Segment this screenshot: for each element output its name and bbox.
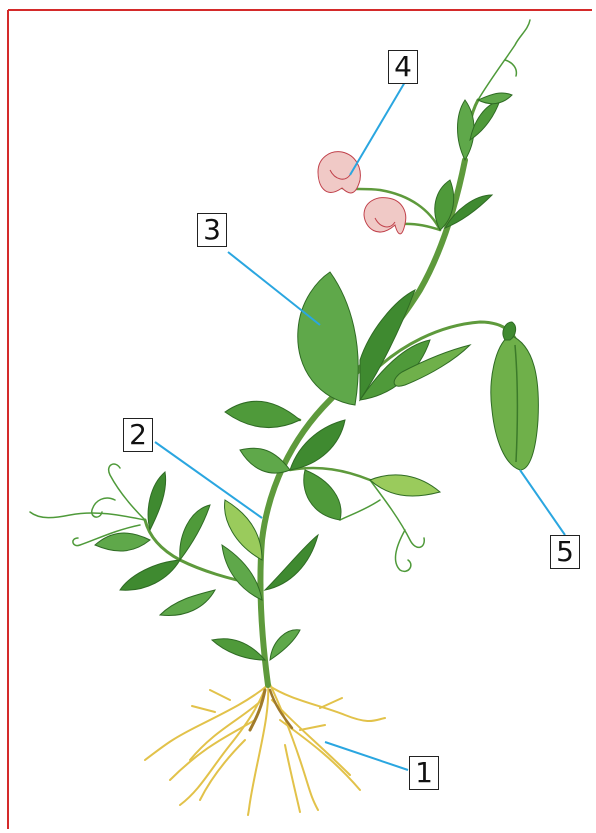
leader-line-4 bbox=[350, 82, 405, 175]
leader-line-2 bbox=[155, 442, 262, 518]
leader-line-3 bbox=[228, 252, 320, 325]
label-1: 1 bbox=[409, 756, 439, 790]
label-2: 2 bbox=[123, 418, 153, 452]
label-3: 3 bbox=[197, 213, 227, 247]
label-5: 5 bbox=[550, 535, 580, 569]
leader-line-1 bbox=[325, 742, 408, 770]
leader-line-5 bbox=[520, 470, 565, 535]
label-4: 4 bbox=[388, 50, 418, 84]
